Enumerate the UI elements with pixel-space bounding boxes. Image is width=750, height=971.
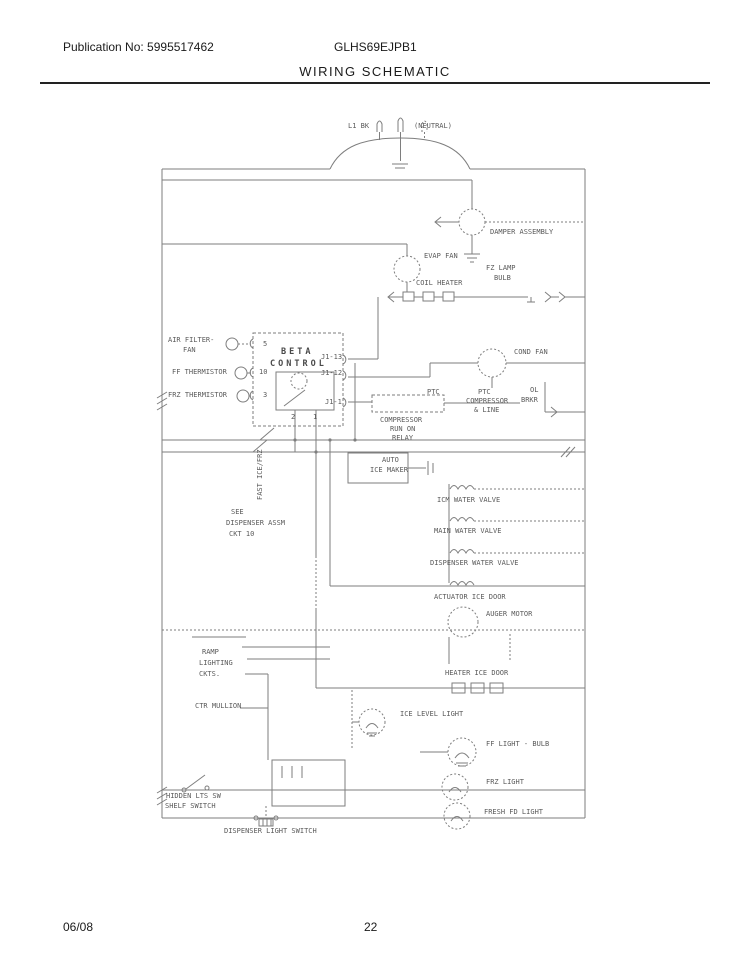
label-ckt-10: CKT 10 [229, 530, 255, 538]
label-beta-control: CONTROL [270, 359, 327, 369]
label-fresh-fd-light: FRESH FD LIGHT [484, 808, 544, 816]
label-icm-water-valve: ICM WATER VALVE [437, 496, 501, 504]
label-ff-light: FF LIGHT - BULB [486, 740, 550, 748]
page-title: WIRING SCHEMATIC [299, 64, 451, 79]
ramp-lighting-wires [192, 636, 330, 760]
label-fast-ice: FAST ICE/FRZ [256, 449, 264, 500]
label-pin-5: 5 [263, 340, 268, 348]
label-ff-thermistor: FF THERMISTOR [172, 368, 227, 376]
door-heater-resistor [316, 682, 585, 694]
label-fz-lamp-bulb: BULB [494, 274, 511, 282]
label-relay-run: RUN ON [390, 425, 416, 433]
label-dispenser-water-valve: DISPENSER WATER VALVE [430, 559, 519, 567]
label-lighting: LIGHTING [199, 659, 233, 667]
label-brkr: BRKR [521, 396, 538, 404]
light-bulb-symbols [162, 690, 585, 830]
label-ptc-compressor: COMPRESSOR [466, 397, 509, 405]
label-evap-fan: EVAP FAN [424, 252, 458, 260]
label-shelf-switch: SHELF SWITCH [165, 802, 216, 810]
evap-fan-motor-symbol [162, 243, 421, 292]
start-relay-box [371, 382, 585, 418]
label-auger-motor: AUGER MOTOR [486, 610, 533, 618]
damper-motor-symbol [162, 179, 585, 263]
footer-date: 06/08 [63, 920, 94, 934]
label-j1-12: J1-12 [321, 369, 343, 377]
schematic-border [156, 168, 586, 819]
label-j1-13: J1-13 [321, 353, 343, 361]
footer-page-number: 22 [364, 920, 378, 934]
label-pin-3: 3 [263, 391, 268, 399]
label-frz-light: FRZ LIGHT [486, 778, 524, 786]
model-number: GLHS69EJPB1 [334, 40, 417, 54]
label-air-filter: AIR FILTER- [168, 336, 215, 344]
label-pin-10: 10 [259, 368, 268, 376]
label-heater-ice-door: HEATER ICE DOOR [445, 669, 509, 677]
label-dispenser-light-switch: DISPENSER LIGHT SWITCH [224, 827, 317, 835]
label-fz-lamp: FZ LAMP [486, 264, 516, 272]
auto-ice-maker-box [347, 452, 434, 484]
label-cond-fan: COND FAN [514, 348, 548, 356]
label-air-filter-fan: FAN [183, 346, 196, 354]
label-ptc: PTC [478, 388, 491, 396]
label-ctr-mullion: CTR MULLION [195, 702, 242, 710]
publication-number: Publication No: 5995517462 [63, 40, 214, 54]
label-line1: L1 BK [348, 122, 370, 130]
label-relay-tag: PTC [427, 388, 440, 396]
label-hidden-lts-sw: HIDDEN LTS SW [166, 792, 221, 800]
label-coil-heater: COIL HEATER [416, 279, 463, 287]
label-ice-maker: ICE MAKER [370, 466, 408, 474]
coil-heater-resistor [387, 291, 585, 303]
label-actuator-ice-door: ACTUATOR ICE DOOR [434, 593, 506, 601]
label-ol: OL [530, 386, 539, 394]
main-rails [162, 363, 585, 688]
compressor-motor-symbol [430, 348, 585, 388]
switch-symbols [181, 759, 346, 827]
label-pin-2: 2 [291, 413, 296, 421]
power-plug-symbol [329, 117, 471, 170]
label-see: SEE [231, 508, 244, 516]
label-pin-1: 1 [313, 413, 318, 421]
label-ramp: RAMP [202, 648, 219, 656]
label-relay: RELAY [392, 434, 414, 442]
label-ckts: CKTS. [199, 670, 221, 678]
label-frz-thermistor: FRZ THERMISTOR [168, 391, 228, 399]
label-dispenser-assm: DISPENSER ASSM [226, 519, 286, 527]
label-ptc-line: & LINE [474, 406, 500, 414]
label-beta: BETA [281, 347, 314, 357]
label-main-water-valve: MAIN WATER VALVE [434, 527, 502, 535]
label-auto: AUTO [382, 456, 399, 464]
beta-control-board [225, 297, 431, 452]
header-rule [40, 82, 710, 84]
auger-motor-symbol [162, 606, 585, 664]
label-ice-level-light: ICE LEVEL LIGHT [400, 710, 464, 718]
label-neutral: (NEUTRAL) [414, 122, 452, 130]
label-j1-1: J1-1 [325, 398, 342, 406]
label-relay-compressor: COMPRESSOR [380, 416, 423, 424]
water-valve-solenoids [330, 484, 585, 587]
label-damper-assembly: DAMPER ASSEMBLY [490, 228, 554, 236]
